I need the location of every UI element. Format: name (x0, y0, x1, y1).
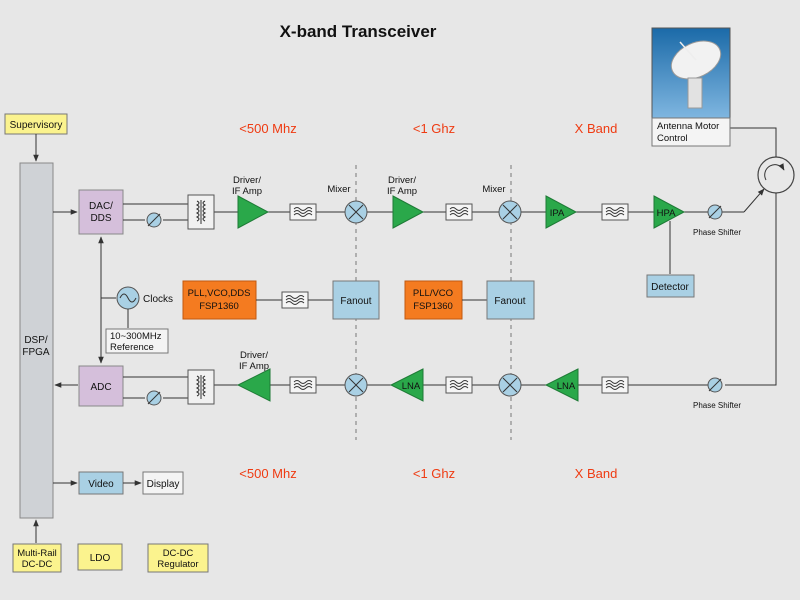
pll2-line1: PLL/VCO (413, 288, 453, 299)
phase-shifter-icon (707, 204, 723, 220)
filter-icon (289, 203, 317, 221)
phase-shifter-label: Phase Shifter (693, 401, 741, 410)
clocks-label: Clocks (143, 294, 173, 305)
mixer-icon (498, 373, 522, 397)
dish-pedestal (687, 77, 703, 109)
multirail-line1: Multi-Rail (17, 548, 57, 559)
adc-label: ADC (90, 382, 111, 393)
reference-line2: Reference (110, 342, 154, 353)
diagram-title: X-band Transceiver (280, 22, 437, 41)
lna-amp-icon (544, 368, 579, 402)
band-label: <1 Ghz (413, 121, 455, 136)
band-labels-bottom: <500 Mhz <1 Ghz X Band (239, 466, 617, 481)
lna-label: LNA (402, 381, 421, 392)
dac-dds-block (78, 189, 124, 235)
hpa-amp-icon (653, 195, 686, 229)
connector (743, 188, 765, 213)
adc-block (78, 365, 124, 407)
lna-label: LNA (557, 381, 576, 392)
driver-label-line1: Driver/ (240, 350, 268, 361)
mixer-icon (498, 200, 522, 224)
mixer-label: Mixer (482, 184, 505, 195)
filter-icon (445, 376, 473, 394)
dsp-label-line1: DSP/ (24, 335, 48, 346)
dcdc-line2: Regulator (157, 559, 198, 570)
driver-amp-icon (392, 195, 425, 229)
driver-label-line2: IF Amp (387, 186, 417, 197)
mixer-icon (344, 200, 368, 224)
dac-label-line2: DDS (90, 213, 111, 224)
ldo-label: LDO (90, 553, 111, 564)
detector-label: Detector (651, 282, 689, 293)
band-label: X Band (575, 121, 618, 136)
driver-label-line2: IF Amp (232, 186, 262, 197)
lna-amp-icon (389, 368, 424, 402)
supervisory-label: Supervisory (10, 120, 63, 131)
pll-block-2 (404, 280, 463, 320)
filter-icon (445, 203, 473, 221)
connector (725, 193, 777, 386)
pll1-line2: FSP1360 (199, 301, 239, 312)
fanout-label: Fanout (494, 296, 525, 307)
display-label: Display (147, 479, 180, 490)
dish-feed (679, 41, 697, 61)
band-label: <500 Mhz (239, 466, 296, 481)
dcdc-line1: DC-DC (163, 548, 194, 559)
band-labels-top: <500 Mhz <1 Ghz X Band (239, 121, 617, 136)
filter-icon (289, 376, 317, 394)
tx-wires (123, 203, 744, 221)
phase-shifter-icon (146, 390, 162, 406)
antenna-motor-control-block (651, 117, 731, 147)
fanout-label: Fanout (340, 296, 371, 307)
filter-icon (601, 203, 629, 221)
driver-amp-icon (236, 368, 271, 402)
dsp-fpga-block (19, 162, 54, 519)
dac-label-line1: DAC/ (89, 201, 113, 212)
reference-line1: 10~300MHz (110, 331, 162, 342)
antenna-label-line2: Control (657, 133, 688, 144)
transformer-icon (187, 369, 215, 405)
rx-wires (123, 376, 708, 399)
mixer-label: Mixer (327, 184, 350, 195)
circulator-icon (757, 156, 795, 194)
pll-block-1 (182, 280, 257, 320)
ipa-amp-icon (545, 195, 578, 229)
band-label: X Band (575, 466, 618, 481)
display-block (142, 471, 184, 495)
band-label: <500 Mhz (239, 121, 296, 136)
fanout-block-2 (486, 280, 535, 320)
transformer-icon (187, 194, 215, 230)
antenna-label-line1: Antenna Motor (657, 121, 719, 132)
connector (730, 127, 777, 157)
pll1-line1: PLL,VCO,DDS (188, 288, 251, 299)
phase-shifter-icon (707, 377, 723, 393)
phase-shifter-label: Phase Shifter (693, 228, 741, 237)
driver-label-line1: Driver/ (388, 175, 416, 186)
filter-icon (601, 376, 629, 394)
hpa-label: HPA (657, 208, 676, 219)
ldo-block (77, 543, 123, 571)
driver-amp-icon (237, 195, 270, 229)
filter-icon (281, 291, 309, 309)
phase-shifter-icon (146, 212, 162, 228)
band-label: <1 Ghz (413, 466, 455, 481)
circulator-arrow (764, 163, 785, 181)
mixer-icon (344, 373, 368, 397)
multi-rail-block (12, 543, 62, 573)
reference-block (105, 328, 169, 354)
driver-label-line2: IF Amp (239, 361, 269, 372)
dc-dc-regulator-block (147, 543, 209, 573)
dsp-label-line2: FPGA (22, 347, 50, 358)
video-label: Video (88, 479, 114, 490)
ipa-label: IPA (550, 208, 565, 219)
driver-label-line1: Driver/ (233, 175, 261, 186)
multirail-line2: DC-DC (22, 559, 53, 570)
pll2-line2: FSP1360 (413, 301, 453, 312)
detector-block (646, 274, 695, 298)
fanout-block-1 (332, 280, 380, 320)
sine-wave (119, 293, 137, 303)
